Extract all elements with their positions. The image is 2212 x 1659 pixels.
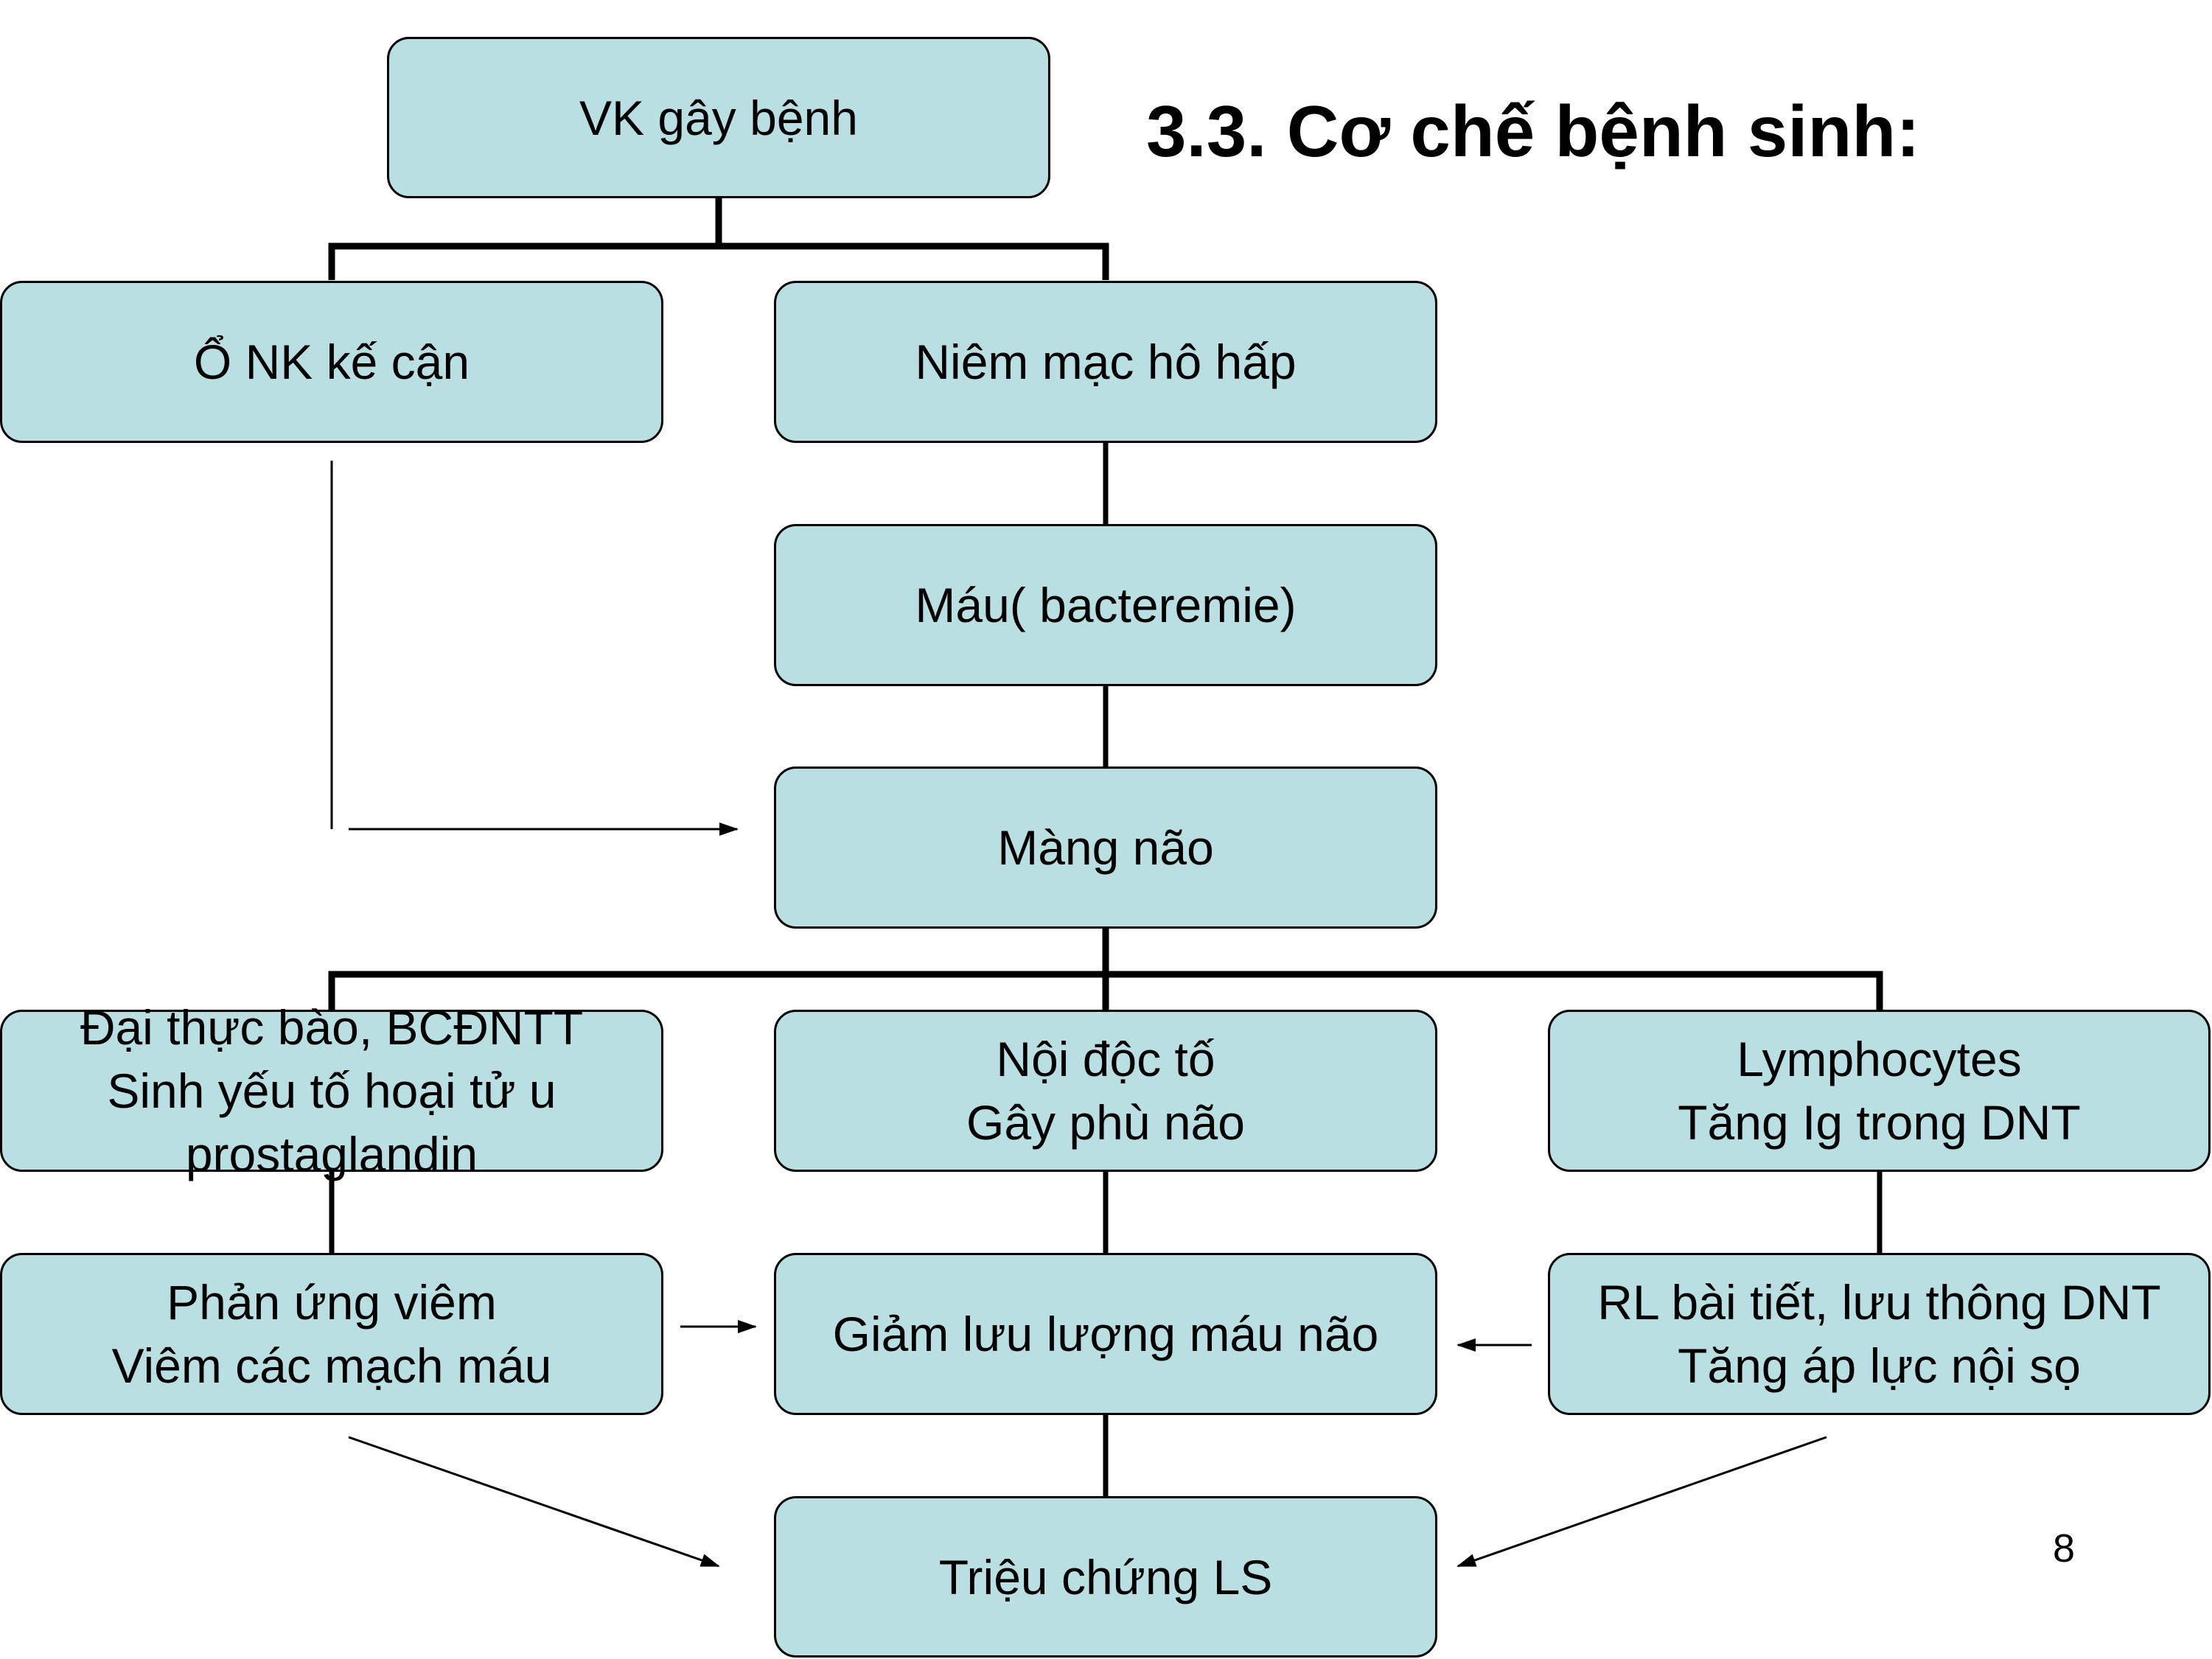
node-dai-thuc-bao: Đại thực bào, BCĐNTT Sinh yếu tố hoại tử… xyxy=(0,1000,663,1181)
page-number: 8 xyxy=(2053,1526,2076,1571)
edge-rl-bai-tiet-to-trieu-chung xyxy=(1456,1436,1827,1568)
node-rl-bai-tiet: RL bài tiết, lưu thông DNT Tăng áp lực n… xyxy=(1548,1253,2211,1415)
edge-o-nk-ke-can-to-mang-nao xyxy=(330,461,739,836)
node-noi-doc-to: Nội độc tố Gây phù não xyxy=(774,1010,1437,1172)
edge-vk-gay-benh-to-children xyxy=(328,198,1109,280)
node-mau: Máu( bacteremie) xyxy=(774,524,1437,686)
node-lymphocytes: Lymphocytes Tăng Ig trong DNT xyxy=(1548,1010,2211,1172)
node-o-nk-ke-can: Ổ NK kế cận xyxy=(0,281,663,443)
node-trieu-chung: Triệu chứng LS xyxy=(774,1496,1437,1658)
node-niem-mac-ho-hap: Niêm mạc hô hấp xyxy=(774,281,1437,443)
node-phan-ung-viem: Phản ứng viêm Viêm các mạch máu xyxy=(0,1253,663,1415)
edge-mang-nao-to-children xyxy=(328,929,1883,1010)
node-giam-luu-luong: Giảm lưu lượng máu não xyxy=(774,1253,1437,1415)
node-vk-gay-benh: VK gây bệnh xyxy=(387,37,1050,198)
slide-title: 3.3. Cơ chế bệnh sinh: xyxy=(1146,91,1920,172)
node-mang-nao: Màng não xyxy=(774,766,1437,929)
edge-phan-ung-viem-to-trieu-chung xyxy=(348,1436,720,1568)
